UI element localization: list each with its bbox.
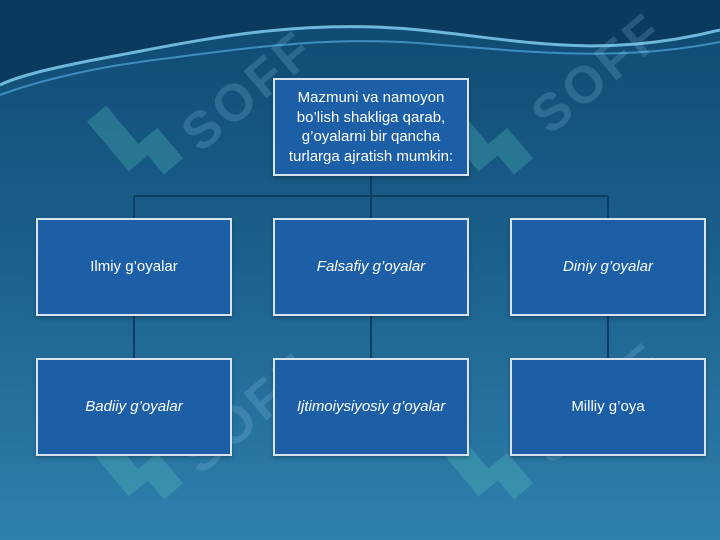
node-ijtimoiy: Ijtimoiysiyosiy g’oyalar: [273, 358, 469, 456]
node-badiiy: Badiiy g’oyalar: [36, 358, 232, 456]
header-wave-decoration: [0, 0, 720, 96]
node-falsafiy: Falsafiy g’oyalar: [273, 218, 469, 316]
node-diniy: Diniy g’oyalar: [510, 218, 706, 316]
root-node: Mazmuni va namoyon bo’lish shakliga qara…: [273, 78, 469, 176]
node-ilmiy: Ilmiy g’oyalar: [36, 218, 232, 316]
watermark-logo-icon: [86, 105, 184, 175]
node-milliy: Milliy g’oya: [510, 358, 706, 456]
